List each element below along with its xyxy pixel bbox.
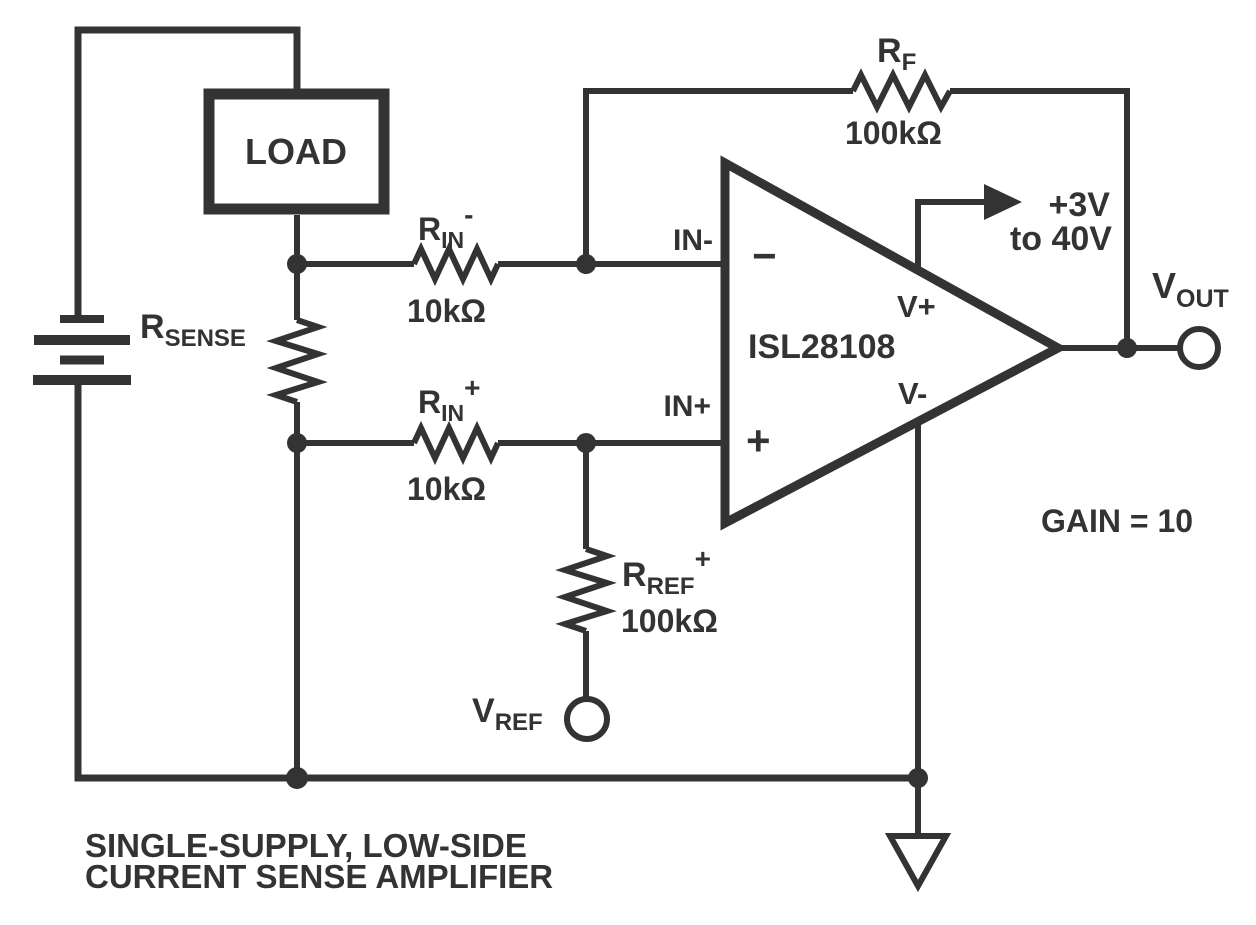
rref-value: 100kΩ bbox=[621, 603, 718, 639]
junction-dot bbox=[1117, 338, 1137, 358]
opamp-noninverting-input-symbol: + bbox=[746, 417, 771, 464]
component-labels: RSENSE RIN- 10kΩ RIN+ 10kΩ RF 100kΩ RREF… bbox=[140, 32, 942, 639]
wire-feedback-right bbox=[950, 88, 1130, 348]
caption-line2: CURRENT SENSE AMPLIFIER bbox=[85, 858, 553, 895]
supply-voltage-line2: to 40V bbox=[1010, 220, 1112, 258]
load-block: LOAD bbox=[203, 88, 390, 215]
resistor-rref bbox=[555, 546, 617, 634]
wire-feedback-left bbox=[583, 88, 853, 264]
load-label: LOAD bbox=[245, 131, 347, 172]
resistors bbox=[266, 68, 953, 634]
supply-voltage-line1: +3V bbox=[1049, 186, 1111, 224]
supply-arrow-icon bbox=[984, 184, 1022, 220]
rf-value: 100kΩ bbox=[845, 115, 942, 151]
opamp: − + ISL28108 V+ V- bbox=[720, 155, 1068, 531]
ground-icon bbox=[884, 833, 952, 893]
resistor-rsense bbox=[266, 317, 328, 405]
rin-minus-value: 10kΩ bbox=[407, 293, 486, 329]
pin-labels: IN- IN+ bbox=[663, 224, 713, 423]
junction-dot bbox=[576, 433, 596, 453]
supply-arrow-group: +3V to 40V bbox=[984, 184, 1112, 258]
resistor-rin-minus bbox=[411, 241, 501, 287]
wire-battery-to-load-top bbox=[74, 26, 301, 320]
load-box bbox=[203, 88, 390, 215]
junction-dots bbox=[286, 254, 1137, 789]
gain-annotation: GAIN = 10 bbox=[1041, 503, 1193, 539]
in-minus-pin-label: IN- bbox=[673, 224, 713, 257]
battery-symbol bbox=[33, 315, 131, 385]
caption-line1: SINGLE-SUPPLY, LOW-SIDE bbox=[85, 827, 527, 864]
opamp-part-number: ISL28108 bbox=[748, 328, 895, 366]
rref-label: RREF+ bbox=[622, 543, 711, 600]
opamp-vplus-pin-label: V+ bbox=[897, 289, 936, 324]
rf-label: RF bbox=[877, 32, 916, 76]
wire-vplus-supply bbox=[915, 199, 984, 272]
junction-dot bbox=[286, 767, 308, 789]
wire-ground-rail bbox=[74, 380, 918, 782]
rin-plus-value: 10kΩ bbox=[407, 471, 486, 507]
junction-dot bbox=[287, 254, 307, 274]
vref-terminal bbox=[564, 696, 610, 742]
vout-terminal bbox=[1177, 326, 1221, 370]
caption: SINGLE-SUPPLY, LOW-SIDE CURRENT SENSE AM… bbox=[85, 827, 553, 895]
vref-label: VREF bbox=[472, 692, 543, 736]
opamp-vminus-pin-label: V- bbox=[898, 376, 927, 411]
junction-dot bbox=[576, 254, 596, 274]
wires bbox=[74, 26, 1181, 836]
resistor-rin-plus bbox=[411, 420, 501, 466]
rsense-label: RSENSE bbox=[140, 308, 246, 352]
opamp-inverting-input-symbol: − bbox=[752, 232, 777, 279]
junction-dot bbox=[287, 433, 307, 453]
rin-plus-label: RIN+ bbox=[418, 372, 480, 426]
junction-dot bbox=[908, 768, 928, 788]
in-plus-pin-label: IN+ bbox=[663, 390, 711, 423]
resistor-rf bbox=[850, 68, 953, 114]
rin-minus-label: RIN- bbox=[418, 199, 473, 253]
opamp-triangle bbox=[720, 155, 1068, 531]
vout-label: VOUT bbox=[1152, 265, 1229, 313]
